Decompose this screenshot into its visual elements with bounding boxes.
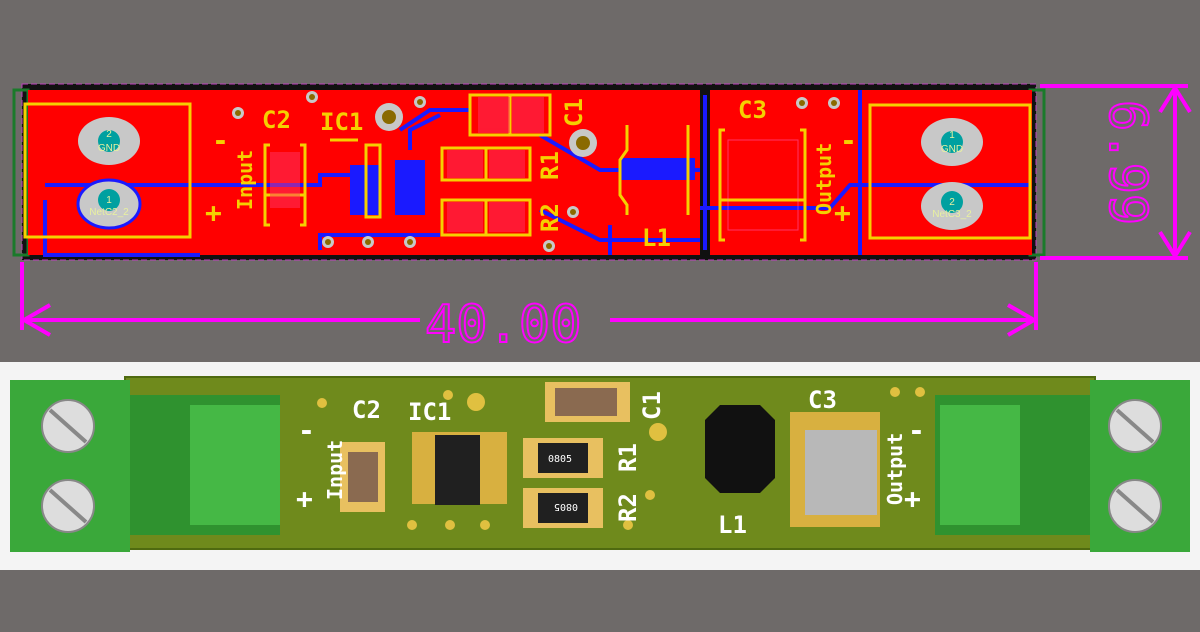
render-designator-c2: C2 (352, 396, 381, 424)
render-vias (317, 387, 925, 530)
render-label-output: Output (883, 433, 907, 505)
vias (232, 91, 840, 252)
render-designator-c3: C3 (808, 386, 837, 414)
dimension-width: 40.00 (425, 295, 582, 355)
svg-text:1: 1 (106, 195, 112, 206)
designator-r1: R1 (536, 151, 564, 180)
designator-r2: R2 (536, 203, 564, 232)
render-designator-r1: R1 (614, 443, 642, 472)
render-designator-ic1: IC1 (408, 398, 451, 426)
render-label-input: Input (323, 440, 347, 500)
designator-c1: C1 (560, 98, 588, 127)
label-input-minus: - (212, 124, 229, 157)
render-designator-l1: L1 (718, 511, 747, 539)
terminal-pad-output-vout[interactable]: 2 NetC3_2 (921, 182, 983, 230)
dimension-lines (19, 84, 1192, 337)
layout-view[interactable]: 2 GND 1 NetC2_2 1 GND 2 NetC3_2 C2 IC1 C… (12, 83, 1192, 356)
terminal-block-output (935, 380, 1190, 552)
designator-c3: C3 (738, 96, 767, 124)
render-label-input-plus: + (296, 482, 313, 515)
terminal-block-input (10, 380, 280, 552)
svg-text:NetC2_2: NetC2_2 (89, 207, 129, 218)
label-input-plus: + (205, 196, 222, 229)
label-input: Input (233, 150, 257, 210)
terminal-pad-input-gnd[interactable]: 2 GND (78, 117, 140, 165)
render-components (340, 382, 880, 528)
render-designator-r2: R2 (614, 493, 642, 522)
render-label-output-plus: + (904, 482, 921, 515)
render-label-output-minus: - (908, 414, 925, 447)
inductor-trace (620, 158, 695, 180)
svg-text:GND: GND (941, 144, 963, 155)
svg-text:1: 1 (949, 130, 955, 141)
svg-text:2: 2 (949, 197, 955, 208)
svg-text:NetC3_2: NetC3_2 (932, 209, 972, 220)
svg-text:2: 2 (106, 129, 112, 140)
r2-marking: 0805 (554, 501, 578, 512)
designator-l1: L1 (642, 224, 671, 252)
designator-ic1: IC1 (320, 108, 363, 136)
render-designator-c1: C1 (638, 391, 666, 420)
svg-text:GND: GND (98, 143, 120, 154)
render-label-input-minus: - (298, 414, 315, 447)
silkscreen-outlines (23, 93, 1032, 242)
terminal-pad-input-vin[interactable]: 1 NetC2_2 (76, 178, 142, 230)
smd-pads (270, 97, 799, 232)
label-output: Output (812, 143, 836, 215)
label-output-minus: - (840, 124, 857, 157)
designator-c2: C2 (262, 106, 291, 134)
label-output-plus: + (834, 196, 851, 229)
r1-marking: 0805 (548, 454, 572, 465)
terminal-pad-output-gnd[interactable]: 1 GND (921, 118, 983, 166)
render-view[interactable]: 0805 0805 C2 IC1 C1 R1 R2 L1 C3 Input Ou… (0, 362, 1200, 570)
dimension-height: 6.99 (1097, 100, 1157, 225)
